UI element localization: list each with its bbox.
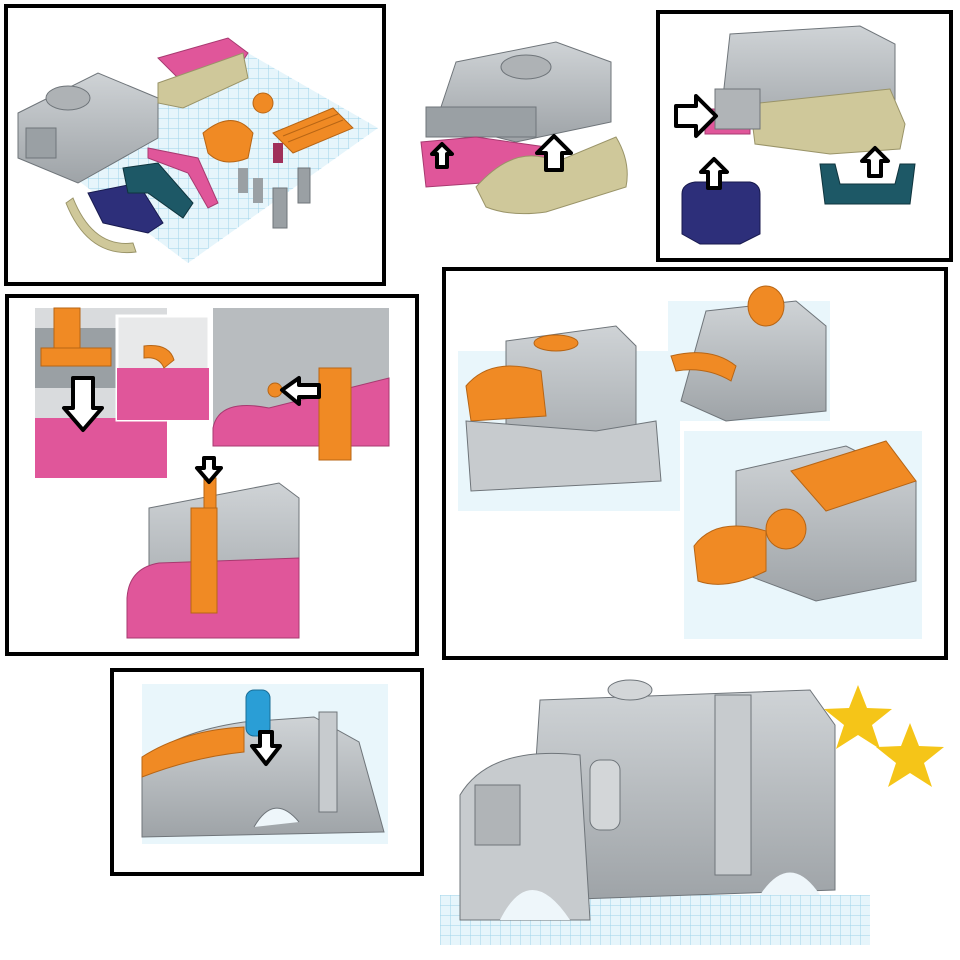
down-arrow-icon <box>250 730 282 766</box>
cab-with-hood-view <box>458 325 680 511</box>
teal-bumper-part <box>819 163 916 205</box>
main-exhaust-view <box>126 477 300 639</box>
orange-hood-part <box>202 120 254 163</box>
cab-with-grille-view <box>684 431 922 639</box>
navy-bumper-part <box>681 181 761 245</box>
star-icon <box>824 685 892 749</box>
star-icon <box>876 723 944 787</box>
orange-vent-part <box>252 92 274 114</box>
exhaust-parts <box>238 143 311 229</box>
down-arrow-icon <box>62 376 104 432</box>
down-arrow-icon <box>195 456 223 484</box>
khaki-fender-part <box>749 88 906 155</box>
step-7-finished-truck-scene <box>440 665 955 945</box>
cab-open-view <box>668 285 830 422</box>
inset-elbow-view <box>115 314 211 422</box>
up-arrow-icon <box>430 142 454 169</box>
up-arrow-icon <box>860 146 890 178</box>
step-5-attach-hood-panel <box>442 267 948 660</box>
step-3-attach-bumpers-panel <box>656 10 953 262</box>
step-1-parts-layout-panel <box>4 4 386 286</box>
finished-truck <box>459 679 836 921</box>
orange-grille-part <box>272 107 354 154</box>
cab-body-part <box>425 41 612 143</box>
left-arrow-icon <box>280 376 321 406</box>
khaki-fender-part <box>157 52 249 109</box>
khaki-fender-part <box>475 136 628 215</box>
up-arrow-icon <box>535 134 573 172</box>
right-arrow-icon <box>674 94 718 138</box>
inset-side-view <box>212 308 390 461</box>
parts-layout-scene <box>17 37 378 263</box>
cab-body-part <box>17 72 159 184</box>
step-6-attach-canister-panel <box>110 668 424 876</box>
grey-front-plate-part <box>714 88 761 130</box>
step-2-attach-fenders-scene <box>416 12 642 218</box>
up-arrow-icon <box>699 157 729 190</box>
cab-front-view <box>141 684 388 844</box>
khaki-bar-part <box>65 197 137 254</box>
teal-bumper-part <box>122 162 194 219</box>
step-4-attach-exhaust-panel <box>5 294 419 656</box>
pink-rail-part <box>147 147 219 209</box>
